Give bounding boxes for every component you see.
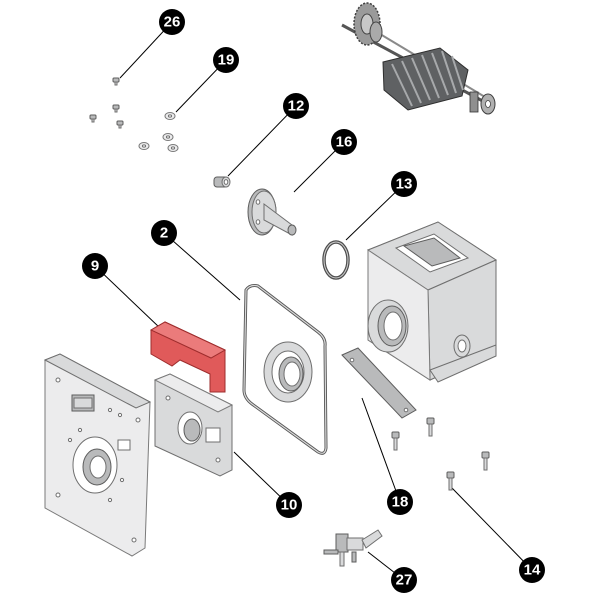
svg-text:2: 2 bbox=[160, 225, 168, 242]
screw-26d bbox=[116, 120, 124, 129]
part-13-o-ring bbox=[322, 240, 350, 280]
screw-26b bbox=[112, 104, 120, 113]
svg-text:9: 9 bbox=[91, 258, 99, 275]
part-27-connector bbox=[323, 529, 383, 567]
part-9-highlighted-bar bbox=[149, 321, 227, 393]
callout-27: 27 bbox=[391, 567, 417, 593]
leader-12 bbox=[227, 105, 297, 177]
callout-12: 12 bbox=[283, 93, 309, 119]
svg-text:18: 18 bbox=[392, 494, 409, 511]
housing bbox=[366, 221, 498, 383]
callout-14: 14 bbox=[519, 557, 545, 583]
svg-text:16: 16 bbox=[336, 134, 353, 151]
bolt-14d bbox=[446, 471, 455, 491]
callout-10: 10 bbox=[276, 492, 302, 518]
part-19-washers bbox=[138, 112, 179, 152]
svg-text:19: 19 bbox=[218, 52, 235, 69]
part-18-plate bbox=[341, 347, 417, 419]
part-14-bolts bbox=[391, 417, 490, 491]
screw-26a bbox=[112, 77, 120, 86]
svg-text:14: 14 bbox=[524, 562, 541, 579]
part-26-screws bbox=[89, 77, 124, 129]
part-10-block bbox=[153, 373, 234, 477]
washer-19a bbox=[164, 112, 176, 120]
washer-19c bbox=[138, 142, 150, 150]
drive-assembly bbox=[341, 2, 496, 115]
leader-9 bbox=[94, 265, 161, 329]
leader-13 bbox=[345, 183, 405, 241]
callout-13: 13 bbox=[391, 171, 417, 197]
callout-26: 26 bbox=[159, 9, 185, 35]
svg-text:26: 26 bbox=[164, 14, 181, 31]
part-12-bushing bbox=[213, 176, 231, 188]
leader-2 bbox=[163, 232, 241, 301]
part-2-gasket bbox=[242, 284, 328, 455]
callouts: 26 19 12 16 13 2 9 10 18 14 27 bbox=[82, 9, 545, 593]
screw-26c bbox=[89, 114, 97, 123]
washer-19d bbox=[167, 144, 179, 152]
leader-14 bbox=[451, 487, 533, 571]
callout-9: 9 bbox=[82, 253, 108, 279]
leader-18 bbox=[361, 397, 401, 503]
washer-19b bbox=[162, 133, 174, 141]
svg-text:12: 12 bbox=[288, 98, 305, 115]
svg-text:13: 13 bbox=[396, 176, 413, 193]
svg-text:10: 10 bbox=[281, 497, 298, 514]
callout-16: 16 bbox=[331, 129, 357, 155]
callout-18: 18 bbox=[387, 489, 413, 515]
bolt-14b bbox=[391, 431, 400, 451]
mounting-plate bbox=[43, 353, 152, 557]
part-16-flange-shaft bbox=[247, 188, 297, 236]
callout-19: 19 bbox=[213, 47, 239, 73]
svg-text:27: 27 bbox=[396, 572, 413, 589]
finned-body bbox=[382, 47, 469, 111]
bolt-14c bbox=[481, 451, 490, 471]
bolt-14a bbox=[426, 417, 435, 437]
callout-2: 2 bbox=[151, 220, 177, 246]
